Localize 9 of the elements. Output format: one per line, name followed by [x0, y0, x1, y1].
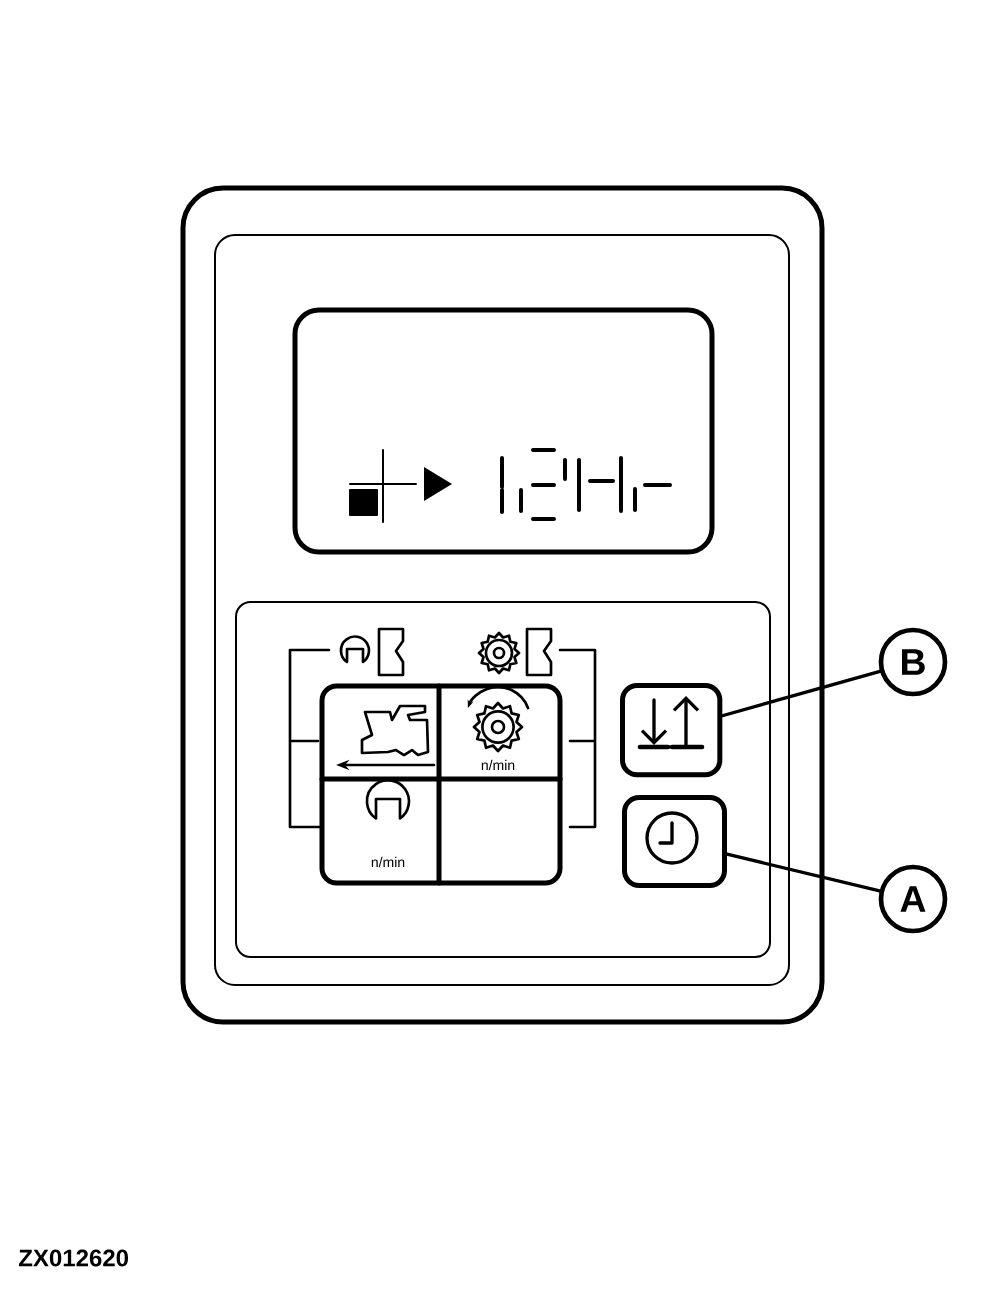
callout-letter: A: [878, 864, 948, 934]
callout-letter: B: [878, 627, 948, 697]
leader-line: [725, 852, 882, 893]
key-label: n/min: [371, 856, 405, 868]
up-down-button: [620, 683, 723, 778]
clock-button: [622, 795, 727, 888]
figure-code: ZX012620: [19, 1249, 128, 1267]
key-label: n/min: [481, 759, 515, 771]
leader-line: [720, 669, 882, 718]
